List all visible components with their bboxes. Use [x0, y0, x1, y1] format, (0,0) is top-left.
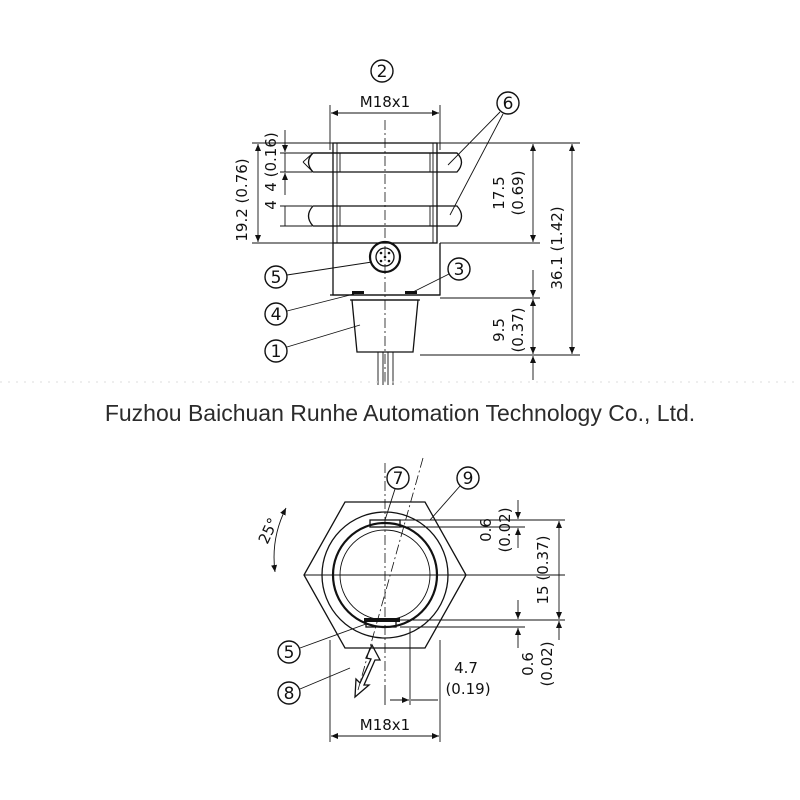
front-thread-label: M18x1: [360, 716, 410, 734]
double-arrow: [354, 643, 382, 699]
dim-15-label: 15 (0.37): [534, 536, 552, 605]
svg-text:5: 5: [271, 268, 282, 288]
callout-6: 6: [447, 91, 520, 216]
dim-36-1-label: 36.1 (1.42): [548, 206, 566, 289]
dim-17-5-inch-label: (0.69): [509, 170, 527, 215]
svg-text:8: 8: [284, 684, 295, 704]
svg-text:3: 3: [454, 260, 465, 280]
svg-text:9: 9: [463, 469, 474, 489]
svg-text:2: 2: [377, 62, 388, 82]
front-view: M18x1 4.7 (0.19) 0.6 (0.02) 15 (0.37) 0.…: [255, 457, 565, 742]
indicator-right: [405, 291, 417, 294]
angle-label: 25°: [255, 515, 283, 547]
callout-7: 7: [384, 466, 410, 521]
housing: [332, 243, 441, 296]
side-view: M18x1 2: [233, 59, 580, 385]
dim-4-7-label: 4.7: [454, 659, 478, 677]
callout-9: 8: [277, 667, 351, 705]
dim-9-5-label: 9.5: [490, 318, 508, 342]
side-thread-label: M18x1: [360, 93, 410, 111]
dim-17-5-label: 17.5: [490, 176, 508, 209]
svg-text:4: 4: [271, 305, 282, 325]
watermark-text: Fuzhou Baichuan Runhe Automation Technol…: [105, 400, 695, 426]
dim-4-7-inch-label: (0.19): [445, 680, 490, 698]
dim-4-lower-label: 4: [262, 200, 280, 210]
bottom-nut: [307, 205, 463, 227]
callout-8: 9: [429, 466, 480, 521]
dim-0-6-bottom-label: 0.6: [519, 652, 537, 676]
callout-2: 2: [370, 59, 394, 83]
dim-0-6-top-inch-label: (0.02): [496, 507, 514, 552]
dim-19-label: 19.2 (0.76): [233, 158, 251, 241]
dim-0-6-bottom-inch-label: (0.02): [538, 641, 556, 686]
led-connector: [368, 240, 402, 274]
callout-3: 3: [412, 257, 471, 293]
svg-text:5: 5: [284, 643, 295, 663]
top-nut: [302, 152, 463, 173]
cable: [377, 352, 394, 385]
svg-text:7: 7: [393, 469, 404, 489]
svg-text:1: 1: [271, 342, 282, 362]
svg-text:6: 6: [503, 94, 514, 114]
callout-1: 1: [264, 324, 361, 363]
callout-5-front: 5: [277, 623, 367, 664]
dim-9-5-inch-label: (0.37): [509, 307, 527, 352]
angle-arc: [271, 507, 287, 573]
callout-5-side: 5: [264, 261, 373, 289]
indicator-left: [352, 291, 364, 294]
callout-4: 4: [264, 293, 355, 326]
dim-4-upper-label: 4 (0.16): [262, 132, 280, 191]
dim-0-6-top-label: 0.6: [477, 518, 495, 542]
